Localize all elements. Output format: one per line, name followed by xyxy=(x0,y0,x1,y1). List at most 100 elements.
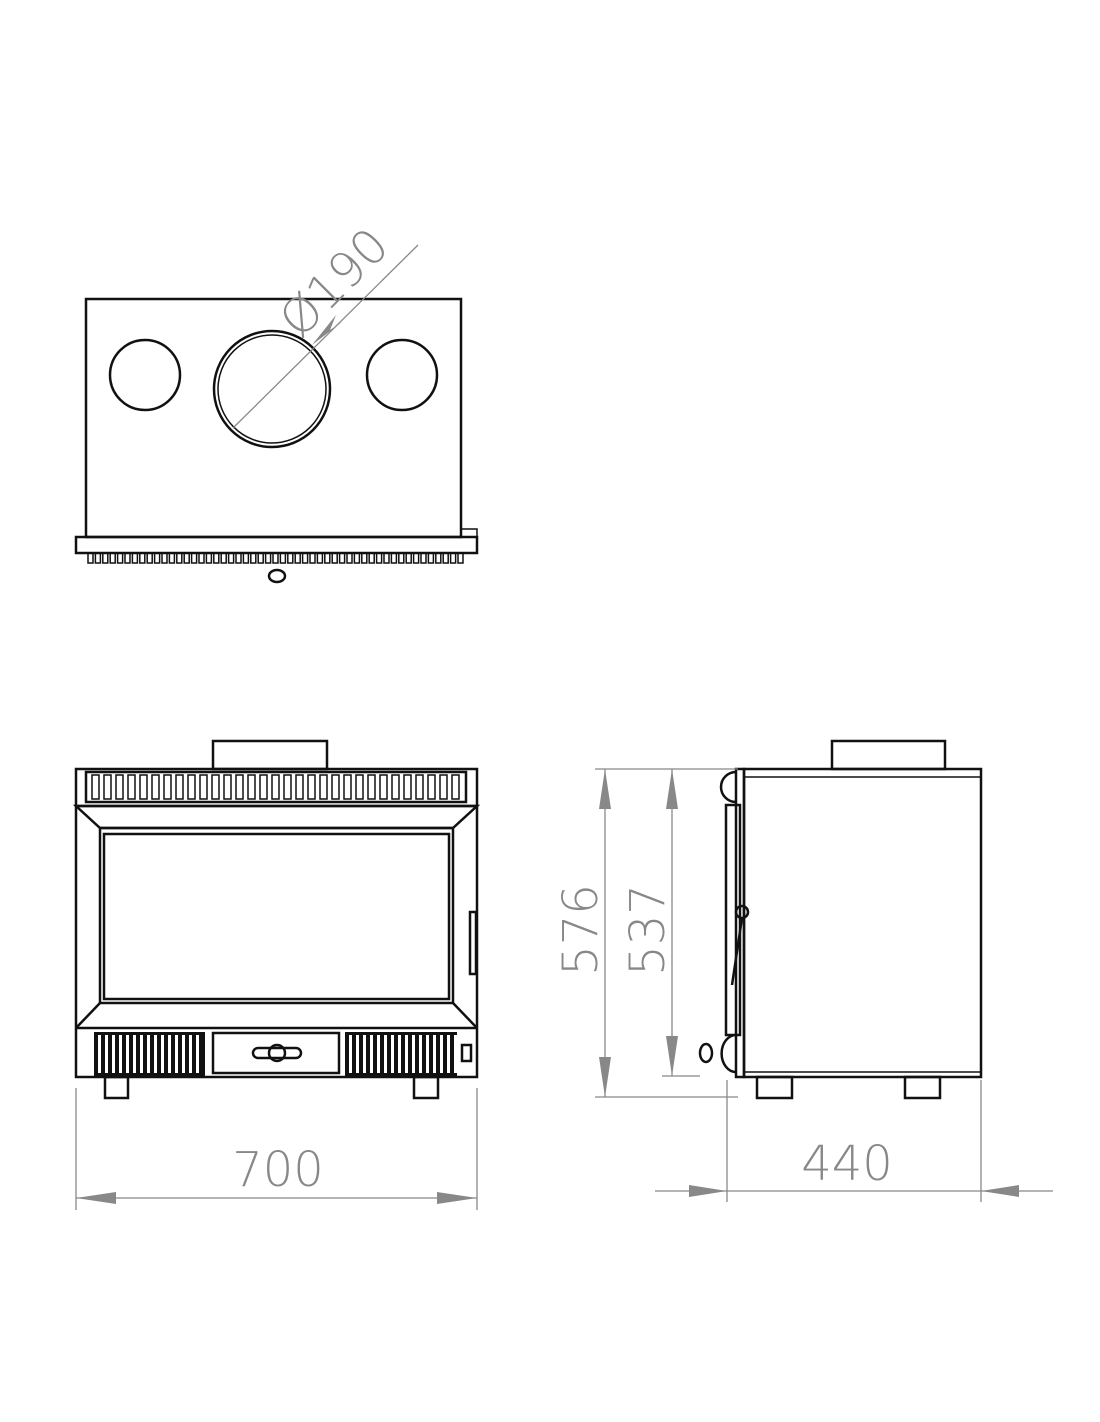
slot xyxy=(151,774,160,800)
slot xyxy=(235,552,242,564)
slot xyxy=(87,552,94,564)
slot xyxy=(105,1035,108,1073)
right-air-outlet xyxy=(365,338,439,412)
slot xyxy=(440,1035,443,1073)
slot xyxy=(349,1035,352,1073)
slot xyxy=(427,774,436,800)
slot xyxy=(301,552,309,564)
slot xyxy=(377,1035,380,1073)
slot xyxy=(454,1035,457,1073)
slot xyxy=(346,552,353,564)
slot xyxy=(307,774,316,800)
top-view-handle xyxy=(267,568,287,584)
slot xyxy=(168,1035,171,1073)
front-left-foot xyxy=(103,1075,130,1100)
glass-door xyxy=(102,832,451,1001)
slot xyxy=(451,774,460,800)
slot xyxy=(182,1035,185,1073)
slot xyxy=(115,774,124,800)
slot xyxy=(109,552,116,564)
slot xyxy=(198,552,205,564)
slot xyxy=(183,552,190,564)
top-grille xyxy=(84,770,468,804)
slot xyxy=(379,774,388,800)
slot xyxy=(175,774,184,800)
slot xyxy=(161,1035,164,1073)
slot xyxy=(383,552,390,564)
slot xyxy=(91,774,100,800)
slot xyxy=(294,552,301,564)
slot xyxy=(168,552,176,564)
side-rear-foot xyxy=(903,1075,942,1100)
slot xyxy=(370,1035,373,1073)
side-front-foot xyxy=(755,1075,794,1100)
slot xyxy=(211,774,220,800)
height-label: 576 xyxy=(553,884,609,976)
slot xyxy=(264,552,272,564)
slot xyxy=(223,774,232,800)
slot xyxy=(309,552,316,564)
front-view-body xyxy=(74,767,479,1079)
upper-hinge xyxy=(719,770,737,804)
slot xyxy=(420,552,427,564)
slot xyxy=(426,1035,429,1073)
slot xyxy=(384,1035,387,1073)
slot xyxy=(103,774,112,800)
slot xyxy=(147,1035,150,1073)
slot xyxy=(415,774,424,800)
width-label: 700 xyxy=(232,1142,324,1198)
top-view-grille xyxy=(87,552,464,564)
slot xyxy=(363,1035,366,1073)
slot xyxy=(259,774,268,800)
slot xyxy=(146,552,153,564)
slot xyxy=(419,1035,422,1073)
slot xyxy=(257,552,264,564)
slot xyxy=(412,552,420,564)
slot xyxy=(439,774,448,800)
slot xyxy=(447,1035,450,1073)
slot xyxy=(287,552,294,564)
side-door xyxy=(724,803,742,1037)
slot xyxy=(112,1035,115,1073)
slot xyxy=(94,552,102,564)
slot xyxy=(391,774,400,800)
slot xyxy=(189,1035,192,1073)
slot xyxy=(405,1035,408,1073)
slot xyxy=(227,552,235,564)
slot xyxy=(353,552,361,564)
slot xyxy=(126,1035,129,1073)
slot xyxy=(205,552,213,564)
slot xyxy=(154,1035,157,1073)
flue-outlet xyxy=(212,329,332,449)
slot xyxy=(355,774,364,800)
slot xyxy=(131,552,139,564)
slot xyxy=(457,552,464,564)
lower-hinge xyxy=(720,1033,737,1074)
slot xyxy=(140,1035,143,1073)
front-view: 700 xyxy=(72,739,481,1210)
slot xyxy=(343,774,352,800)
left-air-outlet xyxy=(108,338,182,412)
slot xyxy=(442,552,449,564)
slot xyxy=(403,774,412,800)
slot xyxy=(220,552,227,564)
slot xyxy=(133,1035,136,1073)
slot xyxy=(319,774,328,800)
slot xyxy=(295,774,304,800)
slot xyxy=(398,552,405,564)
slot xyxy=(190,552,198,564)
ash-drawer xyxy=(211,1031,341,1075)
slot xyxy=(391,1035,394,1073)
slot xyxy=(449,552,457,564)
top-view-flange xyxy=(74,535,479,555)
slot xyxy=(331,774,340,800)
slot xyxy=(127,774,136,800)
inner-height-label: 537 xyxy=(620,884,676,976)
slot xyxy=(368,552,375,564)
slot xyxy=(435,552,442,564)
slot xyxy=(213,552,220,564)
door-handle xyxy=(468,910,478,976)
slot xyxy=(405,552,412,564)
side-handle xyxy=(734,904,750,920)
slot xyxy=(433,1035,436,1073)
